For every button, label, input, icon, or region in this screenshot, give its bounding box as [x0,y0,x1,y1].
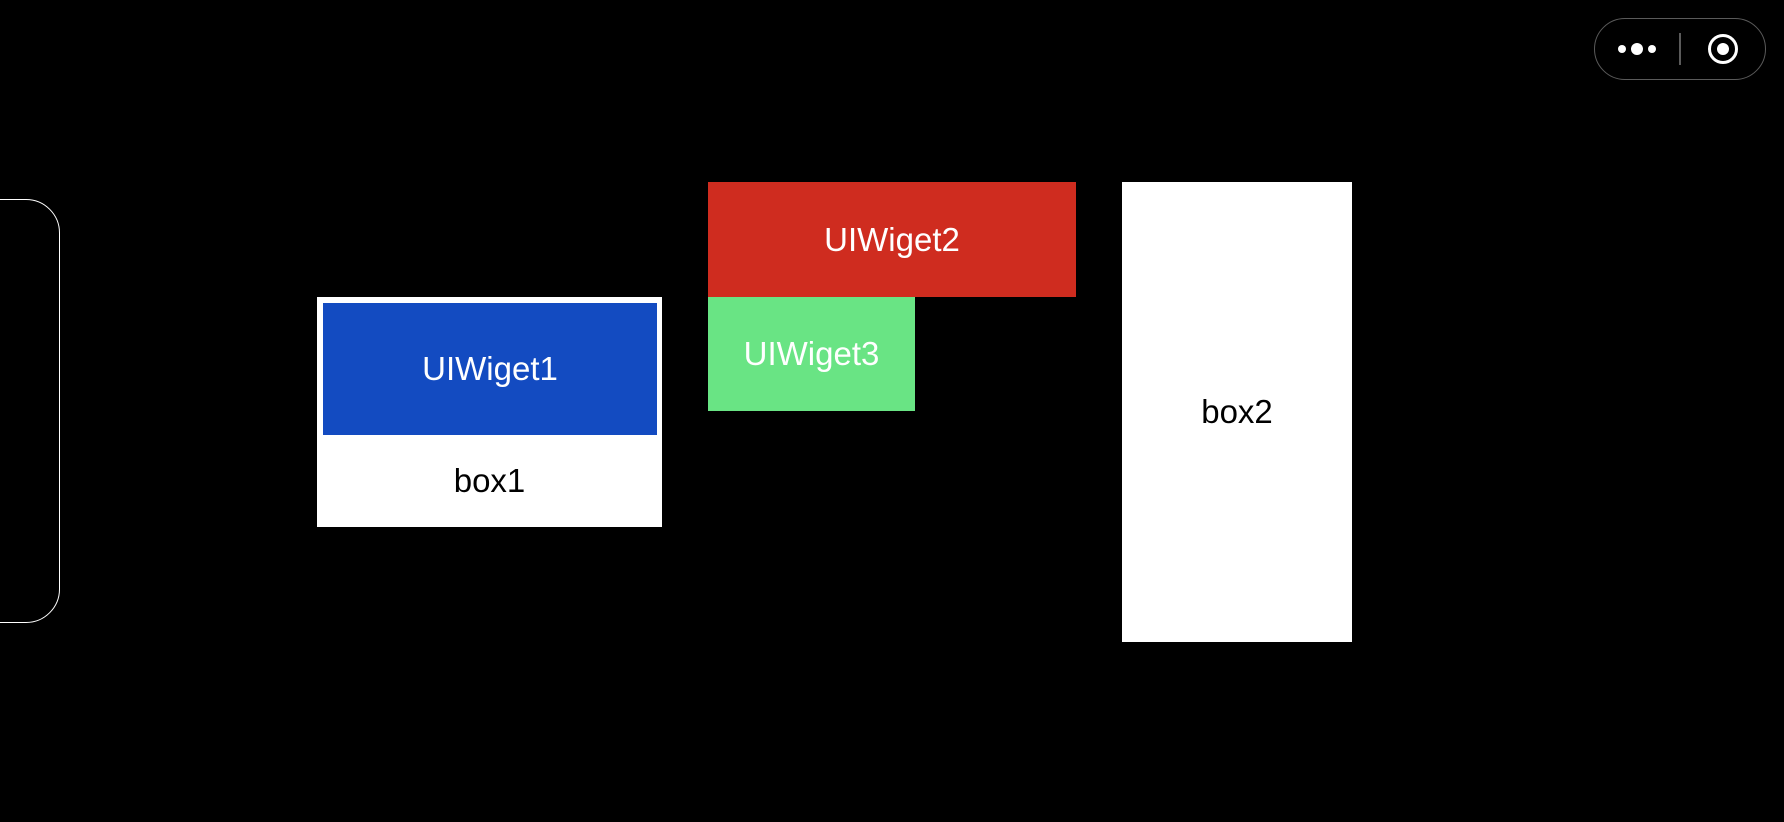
close-mini-program-button[interactable] [1681,19,1765,79]
box1-container: UIWiget1 box1 [317,297,662,527]
left-edge-panel [0,199,60,623]
ui-widget-1: UIWiget1 [323,303,657,435]
ui-widget-2: UIWiget2 [708,182,1076,297]
box1-label: box1 [453,462,526,499]
more-menu-button[interactable] [1595,19,1679,79]
target-circle-icon [1707,34,1738,64]
box2-container: box2 [1122,182,1352,642]
ui-widget-3: UIWiget3 [708,297,915,411]
mini-program-capsule [1594,18,1766,80]
more-dots-icon [1618,43,1657,55]
capsule-divider [1679,33,1681,65]
